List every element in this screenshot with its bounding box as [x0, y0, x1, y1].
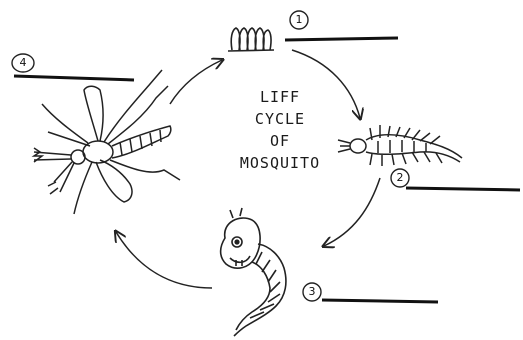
adult-mosquito-illustration [34, 70, 180, 214]
title-line-1: LIFF [215, 86, 345, 108]
stage-number-4: 4 [13, 54, 33, 72]
arrow-pupa-to-adult [116, 232, 212, 288]
label-line-1 [285, 38, 398, 40]
label-line-3 [322, 300, 438, 302]
label-line-2 [406, 188, 520, 190]
stage-number-1: 1 [290, 11, 308, 29]
eggs-illustration [228, 28, 274, 51]
stage-number-2: 2 [391, 169, 409, 187]
title-line-3: OF [215, 130, 345, 152]
diagram-title: LIFF CYCLE OF MOSQUITO [215, 86, 345, 174]
title-line-4: MOSQUITO [215, 152, 345, 174]
pupa-illustration [221, 208, 286, 336]
label-line-4 [14, 76, 134, 80]
stage-number-3: 3 [303, 283, 321, 301]
larva-illustration [338, 125, 462, 166]
title-line-2: CYCLE [215, 108, 345, 130]
arrow-larva-to-pupa [324, 178, 380, 246]
